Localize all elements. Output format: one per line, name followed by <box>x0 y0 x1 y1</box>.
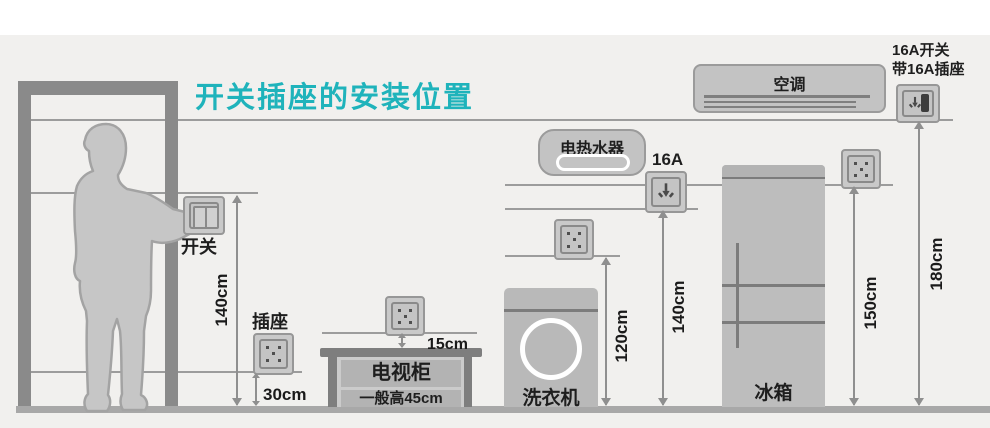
dim-line-ac-socket <box>914 121 924 406</box>
wall-line-150cm <box>505 184 893 186</box>
tv-cabinet-leg <box>328 357 337 407</box>
dim-line-switch-height <box>232 195 242 406</box>
washer-door <box>520 318 582 380</box>
tv-cabinet-note: 一般高45cm <box>341 390 461 407</box>
light-switch <box>183 196 225 235</box>
five-hole-socket-icon <box>560 225 588 254</box>
wall-line-180cm <box>20 119 953 121</box>
tv-socket <box>385 296 425 336</box>
wall-line-heater-140cm <box>505 208 698 210</box>
washing-machine: 洗衣机 <box>504 288 598 409</box>
fridge-top-line <box>722 177 825 179</box>
water-heater-label: 电热水器 <box>559 141 624 158</box>
page-title: 开关插座的安装位置 <box>195 82 475 114</box>
dim-label-switch-height: 140cm <box>212 273 231 327</box>
ac-socket-note: 16A开关 带16A插座 <box>892 41 965 79</box>
heater-16a-socket <box>645 171 687 213</box>
ac-socket-note-line1: 16A开关 <box>892 42 950 59</box>
dim-label-low-socket: 30cm <box>263 385 307 404</box>
fridge-door-divider <box>722 321 825 324</box>
five-hole-socket-icon <box>847 155 875 183</box>
fridge-label: 冰箱 <box>754 383 793 404</box>
door-frame-left-post <box>18 81 31 406</box>
socket-label: 插座 <box>252 312 288 332</box>
tv-cabinet-leg <box>464 357 472 407</box>
fridge: 冰箱 <box>722 165 825 407</box>
floor-line <box>16 406 990 413</box>
dim-line-washer-socket <box>601 257 611 406</box>
tv-cabinet-label: 电视柜 <box>341 360 461 387</box>
fridge-handle <box>736 243 739 348</box>
heater-rating-label: 16A <box>652 150 684 169</box>
switch-rocker-icon <box>189 202 219 229</box>
five-hole-socket-icon <box>259 339 288 369</box>
tv-cabinet-body: 电视柜 一般高45cm <box>337 357 464 407</box>
ac-vent-line <box>704 101 856 103</box>
grounded-socket-switch-icon <box>902 90 934 117</box>
low-socket <box>253 333 294 375</box>
dim-line-tv-socket <box>398 333 406 348</box>
washer-panel-line <box>504 309 598 312</box>
grounded-socket-icon <box>651 177 681 207</box>
washer-socket <box>554 219 594 260</box>
ac-16a-socket-switch <box>896 84 940 123</box>
dim-label-tv-socket: 15cm <box>427 336 468 353</box>
switch-label: 开关 <box>181 237 217 257</box>
door-frame-top <box>18 81 178 95</box>
fridge-top-strip <box>722 165 825 177</box>
dim-label-ac-socket: 180cm <box>927 237 946 291</box>
washer-label: 洗衣机 <box>522 388 580 409</box>
air-conditioner-label: 空调 <box>773 77 806 94</box>
air-conditioner: 空调 <box>693 64 886 113</box>
fridge-socket <box>841 149 881 189</box>
dim-label-fridge-socket: 150cm <box>861 276 880 330</box>
dim-label-washer-socket: 120cm <box>612 309 631 363</box>
dim-line-heater-socket <box>658 210 668 406</box>
fridge-door-divider <box>722 284 825 287</box>
water-heater: 电热水器 <box>538 129 646 176</box>
switch-rocker-icon <box>921 94 929 112</box>
tv-cabinet-top <box>320 348 482 357</box>
dim-line-fridge-socket <box>849 186 859 406</box>
water-heater-display <box>556 154 630 171</box>
ac-vent-line <box>704 95 870 98</box>
dim-line-low-socket <box>252 373 260 406</box>
dim-label-heater-socket: 140cm <box>669 280 688 334</box>
person-silhouette <box>72 122 199 413</box>
ac-socket-note-line2: 带16A插座 <box>892 61 965 78</box>
five-hole-socket-icon <box>391 302 419 330</box>
door-frame-right-post <box>165 81 178 406</box>
ac-vent-line <box>704 106 856 108</box>
